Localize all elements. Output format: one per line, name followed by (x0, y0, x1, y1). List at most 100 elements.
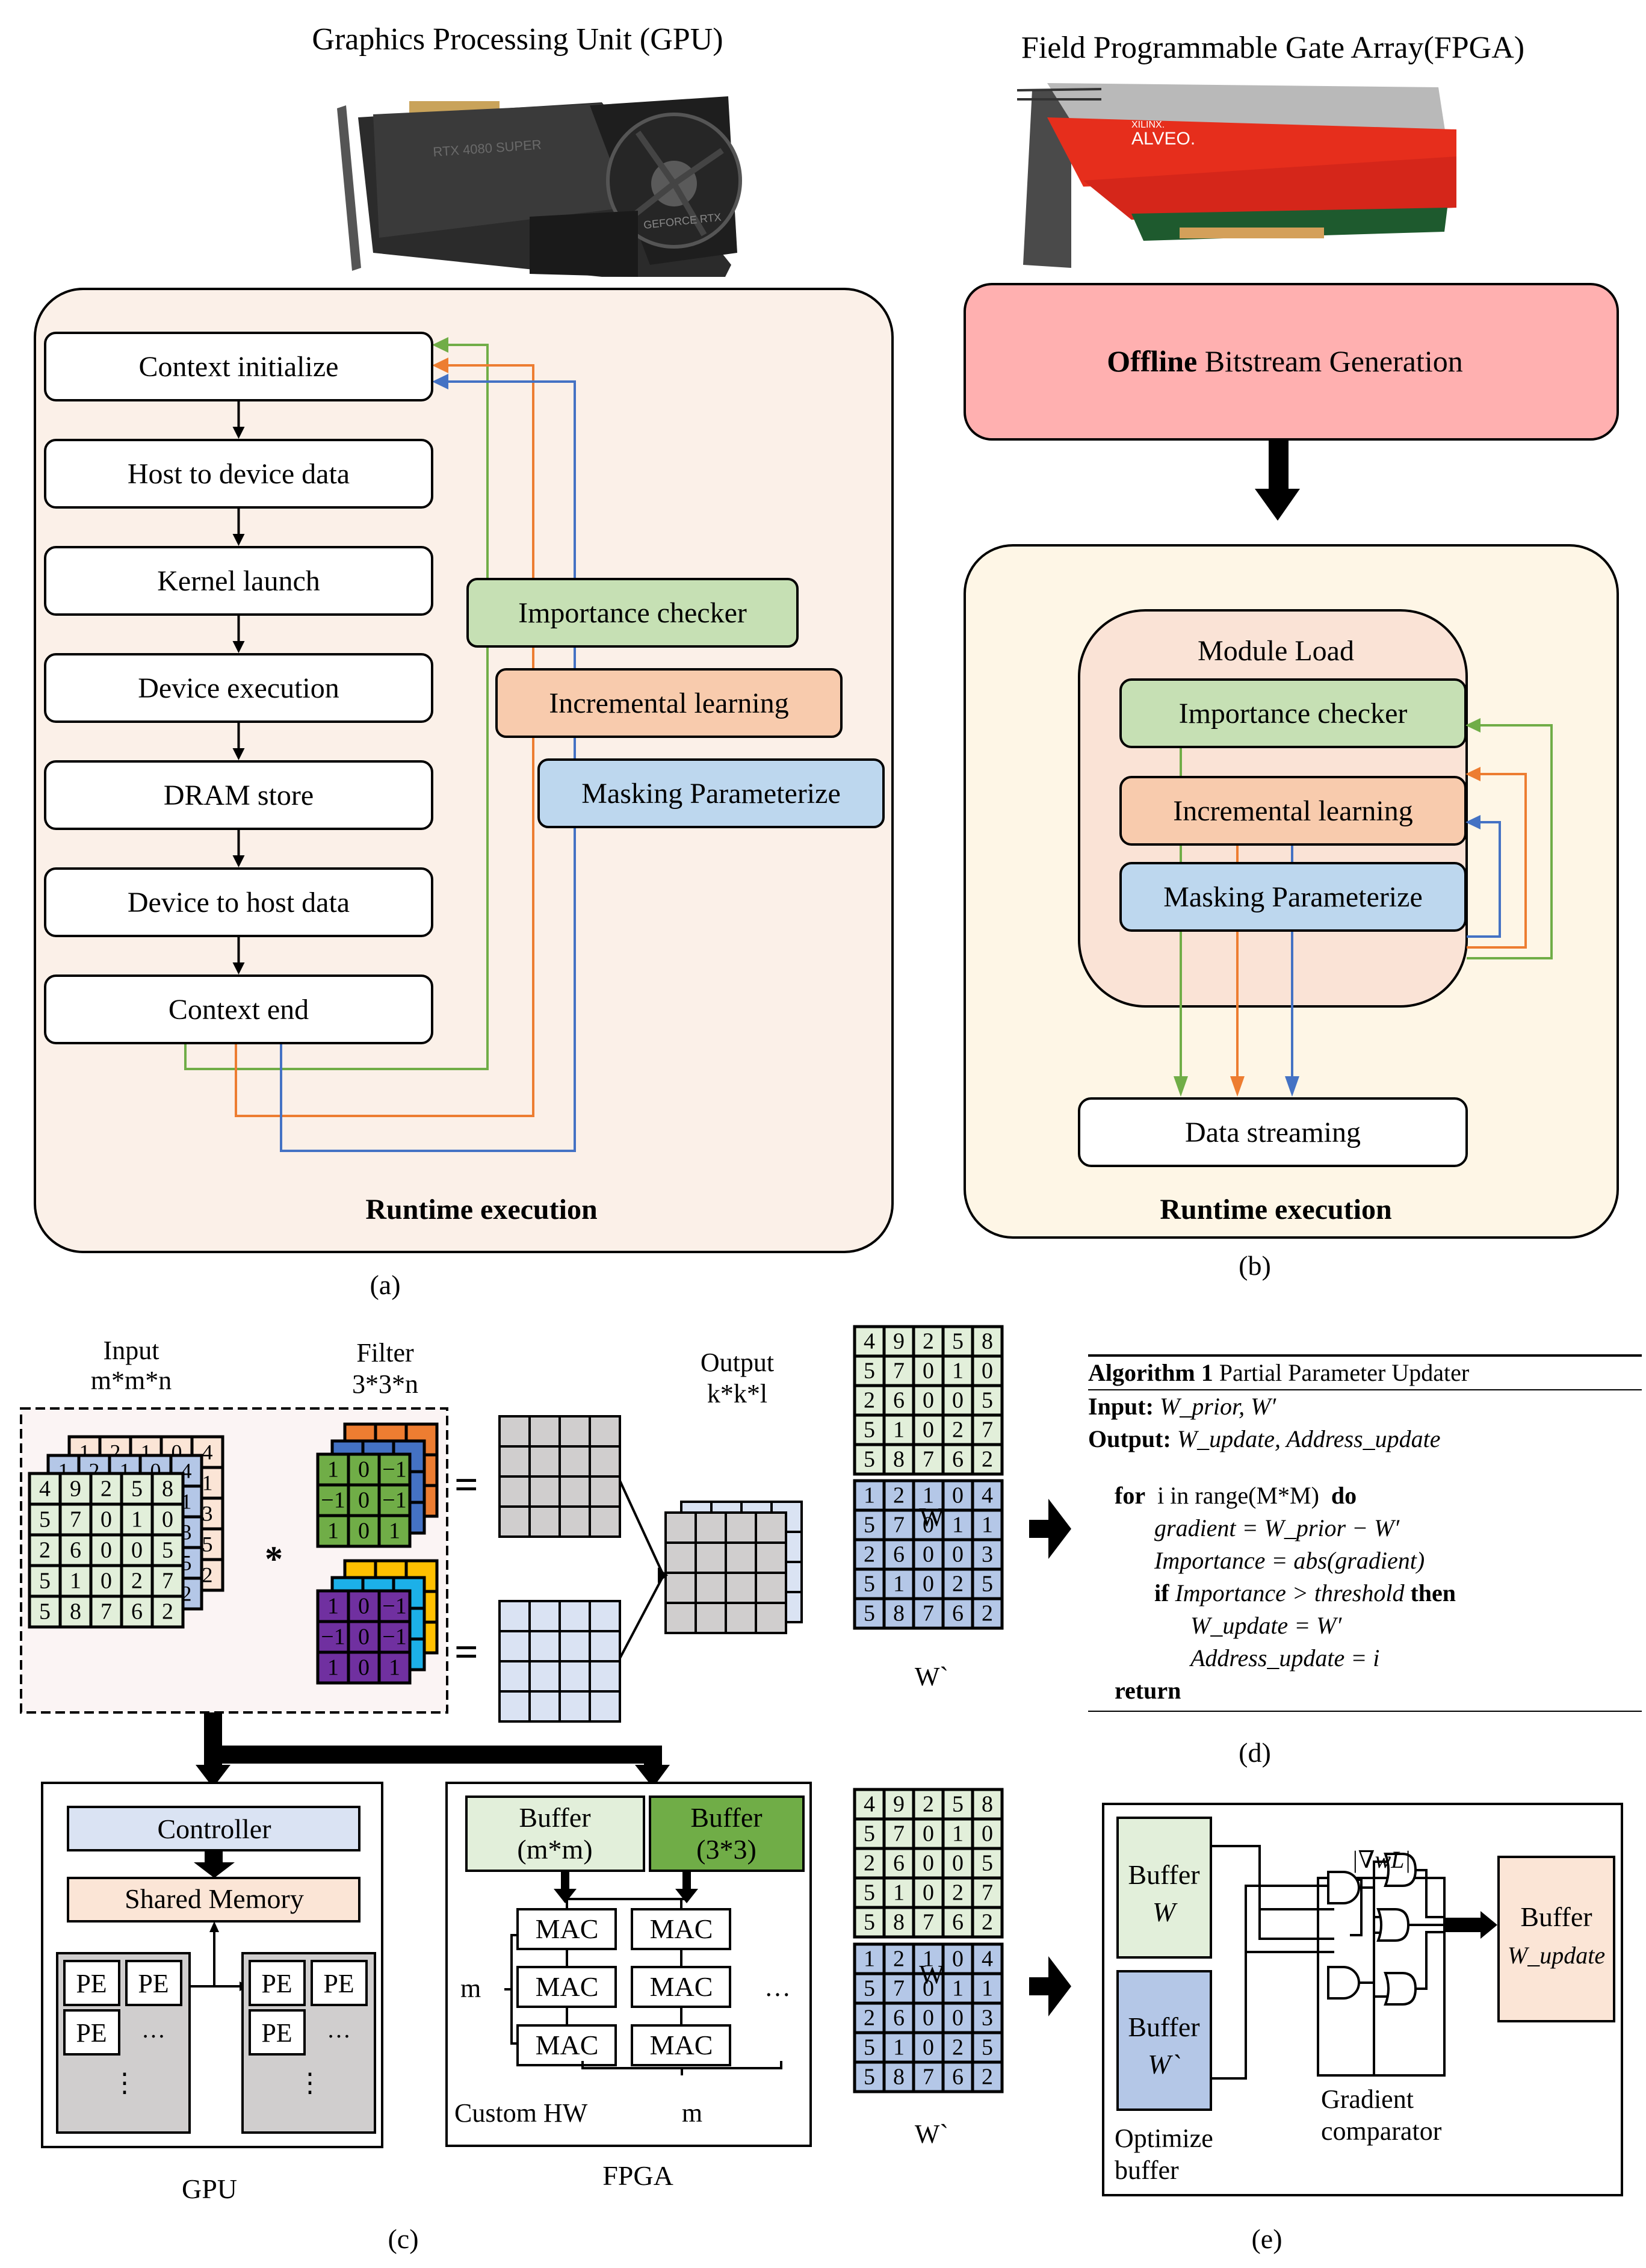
or-gate-3 (1384, 1972, 1417, 2006)
grid-value: 0 (952, 1850, 964, 1876)
grid-value: 0 (923, 1541, 934, 1567)
svg-text:3: 3 (202, 1502, 213, 1526)
grid-cell (755, 1541, 787, 1574)
grid-value: 1 (982, 1512, 993, 1537)
comparator-output-arrow (1444, 1918, 1484, 1932)
pe-label: PE (76, 2018, 107, 2048)
svg-text:5: 5 (202, 1532, 213, 1557)
gpu-step-label: Context initialize (139, 351, 339, 383)
gpu-module-box (537, 758, 885, 828)
algo-wupdate: W_update = W′ (1190, 1612, 1342, 1639)
grid-cell (498, 1660, 531, 1693)
grid-cell (589, 1600, 621, 1632)
wprime-label-bottom: W` (915, 2119, 948, 2149)
grid-value: 5 (952, 1791, 964, 1817)
controller-label: Controller (157, 1814, 271, 1844)
fpga-architecture: Buffer (m*m) Buffer (3*3) MACMACMACMACMA… (445, 1782, 812, 2191)
pe-box (249, 2009, 306, 2056)
grid-value: 0 (358, 1655, 370, 1681)
grid-cell (755, 1511, 787, 1544)
grid-cell (498, 1600, 531, 1632)
grid-cell (558, 1505, 591, 1538)
grid-cell (528, 1415, 561, 1448)
grid-value: 2 (162, 1599, 173, 1625)
split-arrow-stem (204, 1712, 222, 1750)
feedback-line-blue (280, 380, 576, 1152)
caption-d: (d) (1239, 1737, 1271, 1768)
grid-value: 2 (952, 1571, 964, 1596)
mac-box (631, 1966, 731, 2008)
grid-value: 2 (982, 2064, 993, 2089)
mac-ellipsis: … (764, 1972, 791, 2002)
grid-value: 1 (327, 1655, 339, 1681)
m-label-vertical: m (460, 1974, 481, 2003)
grid-value: 7 (893, 1512, 905, 1537)
grid-value: 2 (864, 1850, 875, 1876)
grid-cell (971, 1479, 1004, 1512)
grid-value: 0 (952, 1483, 964, 1508)
grid-value: 7 (923, 2064, 934, 2089)
grid-cell (882, 1906, 915, 1939)
algorithm-block: Algorithm 1 Partial Parameter Updater In… (1088, 1354, 1642, 1712)
buffer-wprime-label-1: Buffer (1128, 2012, 1199, 2042)
algo-title: Algorithm 1 Partial Parameter Updater (1088, 1359, 1470, 1386)
grid-value: 9 (70, 1476, 81, 1502)
grid-value: 0 (923, 1975, 934, 2001)
gradient-magnitude-label: |∇wL| (1352, 1846, 1411, 1873)
grid-cell (971, 1906, 1004, 1939)
buffer-mm-label-1: Buffer (519, 1802, 590, 1833)
grid-value: 5 (864, 1417, 875, 1442)
grid-value: 0 (923, 2005, 934, 2030)
filter-label-2: 3*3*n (352, 1369, 418, 1399)
grid-value: 8 (70, 1599, 81, 1625)
grid-value: 0 (982, 1358, 993, 1383)
pe-label: PE (76, 1969, 107, 1998)
fpga-arch-label: FPGA (602, 2160, 673, 2191)
grid-cell (150, 1533, 185, 1567)
grid-cell (912, 2031, 945, 2064)
grid-cell (316, 1452, 350, 1487)
grid-cell (558, 1630, 591, 1662)
grid-value: 5 (864, 1446, 875, 1472)
fpga-card-brand: XILINX. (1131, 120, 1165, 130)
buffer-wupdate-box (1497, 1856, 1615, 2022)
grid-cell (558, 1600, 591, 1632)
grid-value: 2 (864, 2005, 875, 2030)
grid-value: 0 (358, 1594, 370, 1619)
grid-value: 5 (864, 1909, 875, 1935)
grid-value: 5 (982, 2034, 993, 2060)
grid-cell (528, 1660, 561, 1693)
grid-value: 7 (923, 1909, 934, 1935)
grid-cell (695, 1511, 727, 1544)
gpu-feedback-lines (184, 337, 576, 1152)
grid-value: 7 (101, 1599, 112, 1625)
m-label-horizontal: m (682, 2098, 702, 2128)
pe-vellipsis: ⋮ (111, 2068, 138, 2098)
buffer-wupdate-label-2: W_update (1508, 1942, 1605, 1969)
grid-value: 0 (952, 2005, 964, 2030)
grid-value: 2 (101, 1476, 112, 1502)
grid-value: 6 (952, 1909, 964, 1935)
panel-e: Buffer W Buffer W` Optimize buffer (1102, 1803, 1623, 2254)
grid-value: 2 (893, 1483, 905, 1508)
mac-box (631, 2024, 731, 2066)
merge-line-2 (619, 1578, 663, 1659)
algo-input: Input: W_prior, W′ (1088, 1393, 1276, 1420)
grid-value: 6 (952, 1600, 964, 1626)
grid-value: 9 (893, 1328, 905, 1354)
buffer-wupdate-label-1: Buffer (1520, 1901, 1592, 1932)
grid-cell (589, 1475, 621, 1508)
grid-cell (347, 1620, 381, 1654)
grid-cell (589, 1690, 621, 1723)
grid-cell (664, 1541, 697, 1574)
grid-value: −1 (382, 1457, 406, 1483)
grid-value: 5 (864, 1880, 875, 1905)
grid-value: −1 (382, 1488, 406, 1513)
grid-value: 6 (893, 1850, 905, 1876)
grid-cell (347, 1650, 381, 1685)
grid-value: 1 (864, 1483, 875, 1508)
grid-cell (377, 1650, 412, 1685)
